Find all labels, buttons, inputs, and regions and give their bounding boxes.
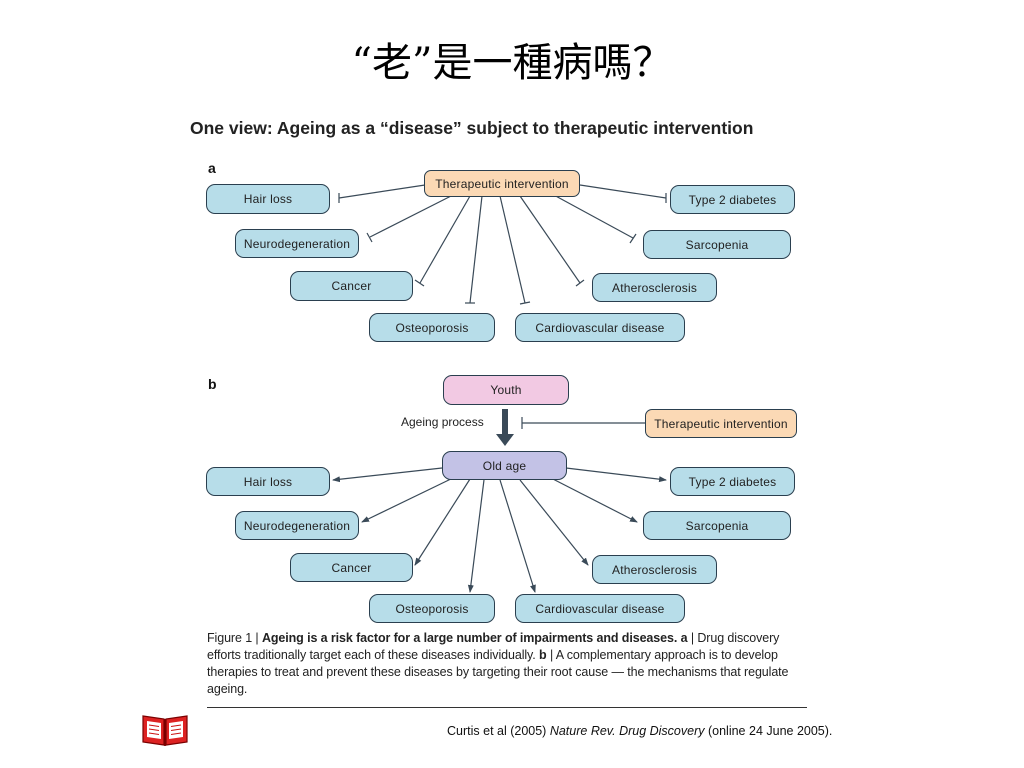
caption-a-label: a (680, 631, 688, 645)
citation: Curtis et al (2005) Nature Rev. Drug Dis… (447, 724, 832, 738)
inhibit-bar-atherosclerosis (575, 279, 585, 287)
inhibit-bar-cancer (414, 279, 425, 287)
panel-b-cardiovascular-disease: Cardiovascular disease (515, 594, 685, 623)
inhibit-bar-neurodegeneration (366, 232, 373, 243)
panel-b-neurodegeneration: Neurodegeneration (235, 511, 359, 540)
panel-b-atherosclerosis: Atherosclerosis (592, 555, 717, 584)
inhibit-bar-sarcopenia (629, 233, 637, 244)
panel-b-youth: Youth (443, 375, 569, 405)
panel-a-neurodegeneration: Neurodegeneration (235, 229, 359, 258)
panel-b-cancer: Cancer (290, 553, 413, 582)
arrow-atherosclerosis (519, 479, 589, 566)
panel-a-hair-loss: Hair loss (206, 184, 330, 214)
panel-a-cardiovascular-disease: Cardiovascular disease (515, 313, 685, 342)
caption-rule (207, 707, 807, 708)
inhibit-line-sarcopenia (551, 193, 634, 239)
arrow-cardiovascular (499, 479, 536, 593)
inhibit-line-neurodegeneration (369, 193, 456, 238)
inhibit-line-atherosclerosis (519, 195, 581, 284)
caption-bold: Ageing is a risk factor for a large numb… (261, 631, 678, 645)
inhibit-line-cancer (419, 195, 471, 284)
arrow-neurodegeneration (361, 476, 456, 523)
panel-b-sarcopenia: Sarcopenia (643, 511, 791, 540)
panel-b-hair-loss: Hair loss (206, 467, 330, 496)
caption-prefix: Figure 1 | (207, 631, 262, 645)
panel-a-osteoporosis: Osteoporosis (369, 313, 495, 342)
caption-b-label: b (539, 648, 547, 662)
citation-date: (online 24 June 2005). (704, 724, 833, 738)
panel-a-sarcopenia: Sarcopenia (643, 230, 791, 259)
arrow-hair-loss (332, 467, 443, 483)
panel-a-therapeutic-intervention: Therapeutic intervention (424, 170, 580, 197)
arrow-cancer (414, 478, 471, 566)
panel-a-type-2-diabetes: Type 2 diabetes (670, 185, 795, 214)
caption-b-text: | A complementary approach is to develop… (207, 648, 789, 696)
inhibit-line-osteoporosis (469, 195, 483, 304)
panel-a-cancer: Cancer (290, 271, 413, 301)
panel-b-type-2-diabetes: Type 2 diabetes (670, 467, 795, 496)
panel-b-old-age: Old age (442, 451, 567, 480)
caption-a-text: | Drug discovery efforts traditionally t… (207, 631, 780, 662)
panel-b-therapeutic-intervention: Therapeutic intervention (645, 409, 797, 438)
arrow-type2 (565, 467, 667, 483)
ageing-process-arrow (496, 409, 514, 446)
slide-title: “老”是一種病嗎？ (351, 40, 673, 86)
inhibit-bar-cardiovascular (519, 301, 531, 305)
panel-a-atherosclerosis: Atherosclerosis (592, 273, 717, 302)
panel-a-label: a (208, 160, 216, 176)
arrow-sarcopenia (548, 476, 638, 523)
panel-b-osteoporosis: Osteoporosis (369, 594, 495, 623)
inhibit-line-cardiovascular (499, 195, 526, 304)
figure-caption: Figure 1 | Ageing is a risk factor for a… (207, 630, 807, 698)
citation-journal: Nature Rev. Drug Discovery (549, 724, 705, 738)
arrow-osteoporosis (467, 479, 485, 593)
inhibit-line-type2 (579, 184, 667, 199)
panel-b-label: b (208, 376, 217, 392)
figure-title: One view: Ageing as a “disease” subject … (190, 118, 754, 138)
open-book-icon[interactable] (140, 712, 190, 748)
ageing-process-label: Ageing process (401, 415, 484, 429)
citation-authors: Curtis et al (2005) (447, 724, 550, 738)
inhibit-line-hair-loss (338, 184, 426, 199)
